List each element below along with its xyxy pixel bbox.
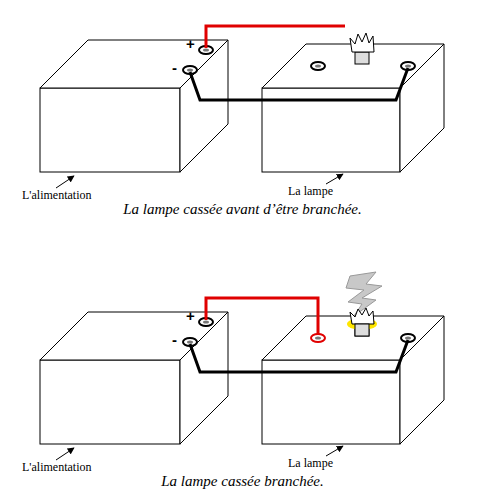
part-label: La lampe [288, 457, 333, 470]
caption: La lampe cassée avant d’être branchée. [0, 201, 488, 218]
caption: La lampe cassée branchée. [0, 473, 488, 490]
polarity-sign: - [172, 60, 177, 77]
part-label: L'alimentation [22, 189, 91, 202]
polarity-sign: - [172, 332, 177, 349]
part-label: L'alimentation [22, 461, 91, 474]
terminal [315, 64, 321, 67]
terminal [315, 336, 321, 339]
scene-unplugged [40, 40, 444, 188]
terminal [311, 334, 325, 342]
lightning-bolt [346, 272, 382, 316]
broken-glass [350, 308, 374, 324]
part-label: La lampe [288, 185, 333, 198]
bulb-base [355, 324, 369, 336]
red-wire [206, 298, 318, 334]
polarity-sign: + [186, 36, 195, 53]
broken-glass [350, 33, 374, 52]
scene-plugged [40, 272, 444, 460]
red-wire [206, 26, 345, 48]
polarity-sign: + [186, 308, 195, 325]
terminal [311, 62, 325, 70]
scene-copy [40, 312, 444, 460]
